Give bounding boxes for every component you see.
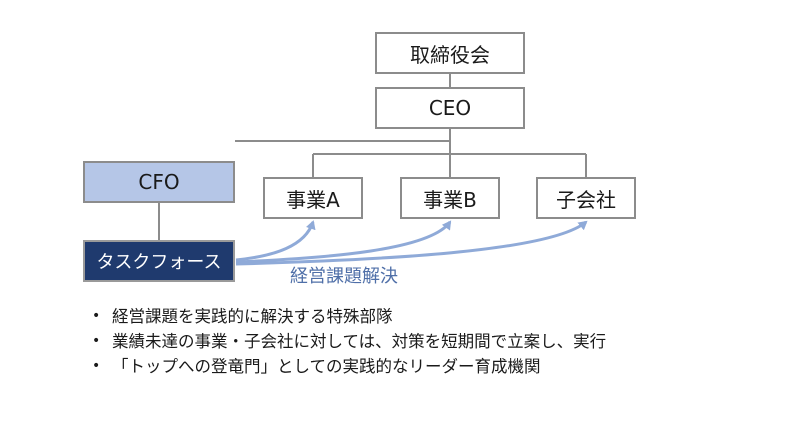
arrow-to-biz-b — [235, 220, 452, 264]
cfo-box: CFO — [83, 161, 235, 203]
subsidiary-box: 子会社 — [536, 177, 636, 219]
bullet-item: 経営課題を実践的に解決する特殊部隊 — [92, 304, 606, 329]
board-label: 取締役会 — [410, 42, 490, 67]
arrow-label: 経営課題解決 — [290, 266, 398, 287]
subsidiary-label: 子会社 — [556, 187, 616, 212]
bullet-item: 「トップへの登竜門」としての実践的なリーダー育成機関 — [92, 354, 606, 379]
bullet-list: 経営課題を実践的に解決する特殊部隊 業績未達の事業・子会社に対しては、対策を短期… — [92, 304, 606, 379]
task-force-label: タスクフォース — [96, 252, 222, 273]
ceo-label: CEO — [428, 96, 472, 120]
bullet-item: 業績未達の事業・子会社に対しては、対策を短期間で立案し、実行 — [92, 329, 606, 354]
business-a-box: 事業A — [263, 177, 363, 219]
arrow-to-subsidiary — [235, 220, 588, 266]
business-b-label: 事業B — [423, 187, 477, 212]
board-box: 取締役会 — [375, 32, 525, 74]
arrow-to-biz-a — [235, 220, 316, 262]
business-a-label: 事業A — [286, 187, 340, 212]
business-b-box: 事業B — [400, 177, 500, 219]
ceo-box: CEO — [375, 87, 525, 129]
cfo-label: CFO — [138, 170, 180, 194]
task-force-box: タスクフォース — [83, 240, 235, 282]
